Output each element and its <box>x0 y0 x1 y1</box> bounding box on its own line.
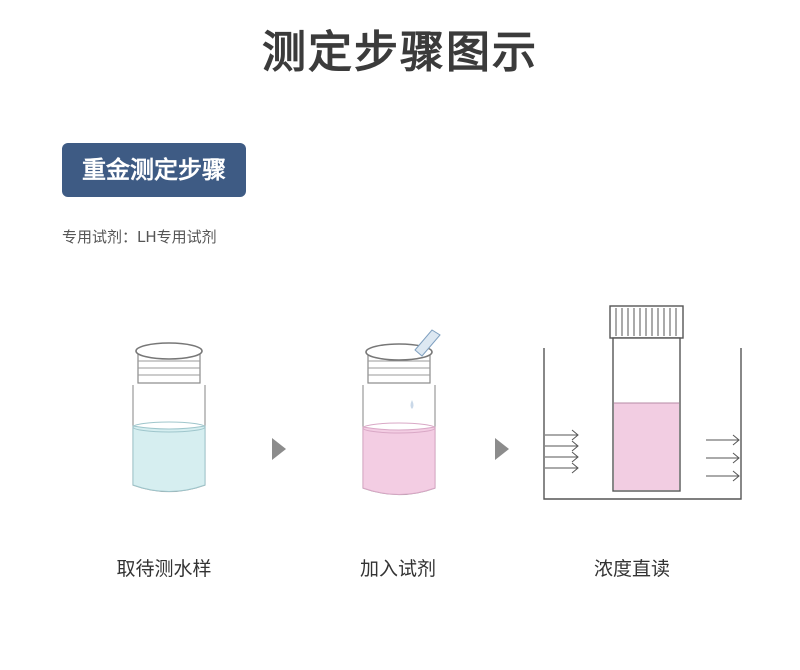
steps-diagram <box>132 305 742 500</box>
liquid-water <box>132 425 206 492</box>
vial-water-sample <box>132 342 206 493</box>
step-arrow-1 <box>272 438 286 460</box>
dropper-icon <box>414 329 441 357</box>
step-label-3: 浓度直读 <box>593 558 670 580</box>
step-label-1: 取待测水样 <box>116 558 212 580</box>
liquid-reagent <box>362 426 436 495</box>
step-label-2: 加入试剂 <box>359 558 436 580</box>
step-arrow-2 <box>495 438 509 460</box>
liquid-sample <box>614 403 679 490</box>
instrument-reading <box>543 305 742 500</box>
section-badge: 重金测定步骤 <box>62 143 246 197</box>
reagent-note: 专用试剂：LH专用试剂 <box>62 228 217 246</box>
vial-reagent <box>362 329 441 496</box>
page-title: 测定步骤图示 <box>262 27 538 78</box>
